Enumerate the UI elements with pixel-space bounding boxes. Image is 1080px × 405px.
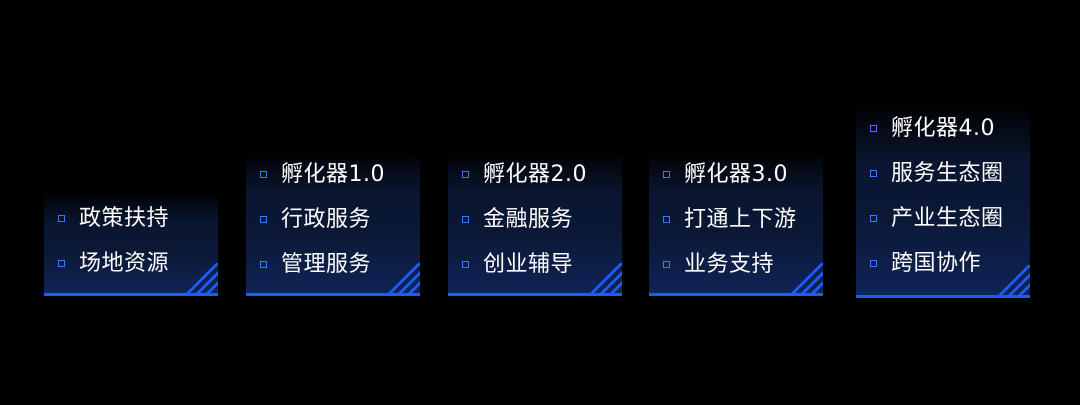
square-bullet-icon	[870, 125, 877, 132]
item-label: 孵化器2.0	[483, 161, 587, 187]
square-bullet-icon	[260, 216, 267, 223]
list-item: 创业辅导	[462, 242, 612, 287]
list-item: 跨国协作	[870, 241, 1020, 286]
square-bullet-icon	[462, 216, 469, 223]
diagonal-stripes-icon	[588, 263, 622, 293]
list-item: 孵化器3.0	[663, 152, 813, 197]
square-bullet-icon	[870, 170, 877, 177]
item-label: 金融服务	[483, 206, 574, 232]
list-item: 孵化器1.0	[260, 152, 410, 197]
list-item: 孵化器4.0	[870, 106, 1020, 151]
list-item: 管理服务	[260, 242, 410, 287]
item-label: 孵化器1.0	[281, 161, 385, 187]
stage-card-3: 孵化器2.0 金融服务 创业辅导	[448, 150, 622, 296]
list-item: 打通上下游	[663, 197, 813, 242]
item-label: 服务生态圈	[891, 160, 1004, 186]
item-label: 产业生态圈	[891, 205, 1004, 231]
list-item: 孵化器2.0	[462, 152, 612, 197]
stage-card-5: 孵化器4.0 服务生态圈 产业生态圈 跨国协作	[856, 104, 1030, 298]
item-list: 孵化器1.0 行政服务 管理服务	[260, 152, 410, 287]
list-item: 产业生态圈	[870, 196, 1020, 241]
square-bullet-icon	[260, 261, 267, 268]
list-item: 服务生态圈	[870, 151, 1020, 196]
square-bullet-icon	[870, 215, 877, 222]
square-bullet-icon	[663, 216, 670, 223]
square-bullet-icon	[462, 261, 469, 268]
diagonal-stripes-icon	[996, 265, 1030, 295]
list-item: 政策扶持	[58, 196, 208, 241]
item-list: 孵化器2.0 金融服务 创业辅导	[462, 152, 612, 287]
item-list: 孵化器3.0 打通上下游 业务支持	[663, 152, 813, 287]
item-label: 场地资源	[79, 250, 170, 276]
item-list: 孵化器4.0 服务生态圈 产业生态圈 跨国协作	[870, 106, 1020, 286]
item-label: 跨国协作	[891, 250, 982, 276]
list-item: 金融服务	[462, 197, 612, 242]
square-bullet-icon	[58, 260, 65, 267]
diagonal-stripes-icon	[184, 263, 218, 293]
list-item: 业务支持	[663, 242, 813, 287]
square-bullet-icon	[663, 261, 670, 268]
square-bullet-icon	[58, 215, 65, 222]
square-bullet-icon	[870, 260, 877, 267]
item-list: 政策扶持 场地资源	[58, 196, 208, 286]
item-label: 行政服务	[281, 206, 372, 232]
stage-card-2: 孵化器1.0 行政服务 管理服务	[246, 150, 420, 296]
item-label: 孵化器3.0	[684, 161, 788, 187]
square-bullet-icon	[462, 171, 469, 178]
stage-card-1: 政策扶持 场地资源	[44, 192, 218, 296]
diagonal-stripes-icon	[386, 263, 420, 293]
item-label: 打通上下游	[684, 206, 797, 232]
item-label: 孵化器4.0	[891, 115, 995, 141]
list-item: 场地资源	[58, 241, 208, 286]
square-bullet-icon	[260, 171, 267, 178]
item-label: 政策扶持	[79, 205, 170, 231]
item-label: 管理服务	[281, 251, 372, 277]
diagonal-stripes-icon	[789, 263, 823, 293]
item-label: 业务支持	[684, 251, 775, 277]
list-item: 行政服务	[260, 197, 410, 242]
item-label: 创业辅导	[483, 251, 574, 277]
square-bullet-icon	[663, 171, 670, 178]
stage-card-4: 孵化器3.0 打通上下游 业务支持	[649, 150, 823, 296]
